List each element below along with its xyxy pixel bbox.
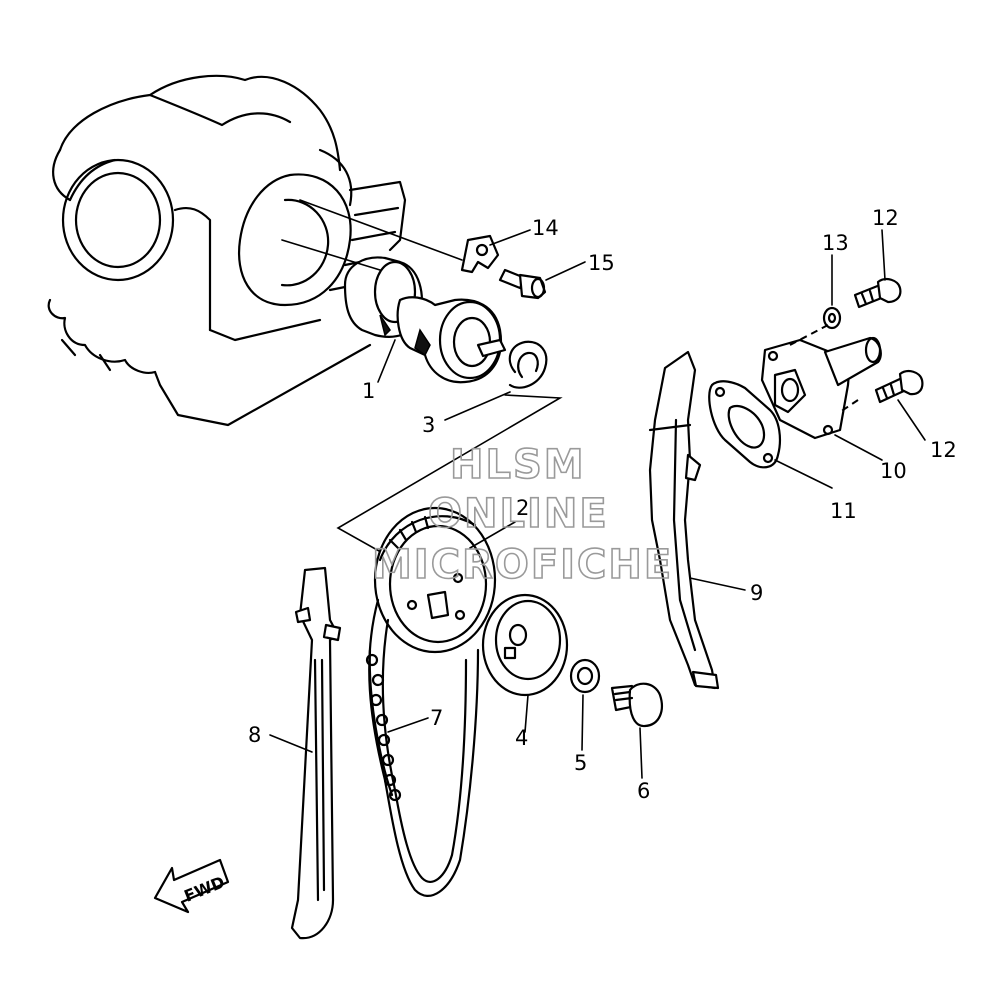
watermark-line1: HLSM (450, 442, 586, 488)
callout-13: 13 (822, 231, 849, 255)
callout-12-top: 12 (872, 206, 899, 230)
cam-chain (365, 598, 480, 897)
camshaft (343, 256, 507, 384)
cylinder-head (47, 74, 407, 427)
chain-tensioner (760, 336, 882, 440)
fwd-arrow-icon: FWD (153, 858, 230, 914)
leader-line (299, 199, 463, 261)
callout-3: 3 (422, 413, 435, 437)
callout-15: 15 (588, 251, 615, 275)
callout-7: 7 (430, 706, 443, 730)
callout-11: 11 (830, 499, 857, 523)
callout-9: 9 (750, 581, 763, 605)
bolt-15 (498, 268, 547, 300)
callout-14: 14 (532, 216, 559, 240)
leader-lines (269, 229, 926, 779)
callout-10: 10 (880, 459, 907, 483)
callout-12-bottom: 12 (930, 438, 957, 462)
assembly-line-dashed (839, 399, 859, 413)
bolt-6 (610, 682, 663, 728)
assembly-line (336, 394, 563, 561)
watermark: HLSM ONLINE MICROFICHE (371, 441, 673, 589)
callout-5: 5 (574, 751, 587, 775)
callout-labels: 1 2 3 4 5 6 7 8 9 10 11 12 12 13 14 15 (248, 206, 957, 803)
callout-1: 1 (362, 379, 375, 403)
watermark-line3: MICROFICHE (372, 542, 673, 588)
washer (569, 658, 601, 694)
callout-6: 6 (637, 779, 650, 803)
callout-2: 2 (516, 496, 529, 520)
bracket (460, 234, 500, 274)
circlip (508, 340, 548, 389)
assembly-line-dashed (789, 324, 829, 346)
sprocket-cover (481, 593, 569, 697)
callout-8: 8 (248, 723, 261, 747)
bolt-12-upper (853, 278, 902, 309)
gasket (708, 380, 781, 469)
chain-guide (290, 566, 342, 940)
washer-13 (822, 306, 842, 330)
watermark-line2: ONLINE (428, 491, 609, 537)
tensioner-guide (648, 350, 720, 690)
bolt-12-lower (874, 370, 924, 404)
callout-4: 4 (515, 726, 528, 750)
leader-line (281, 239, 381, 271)
cam-sprocket (373, 506, 497, 654)
